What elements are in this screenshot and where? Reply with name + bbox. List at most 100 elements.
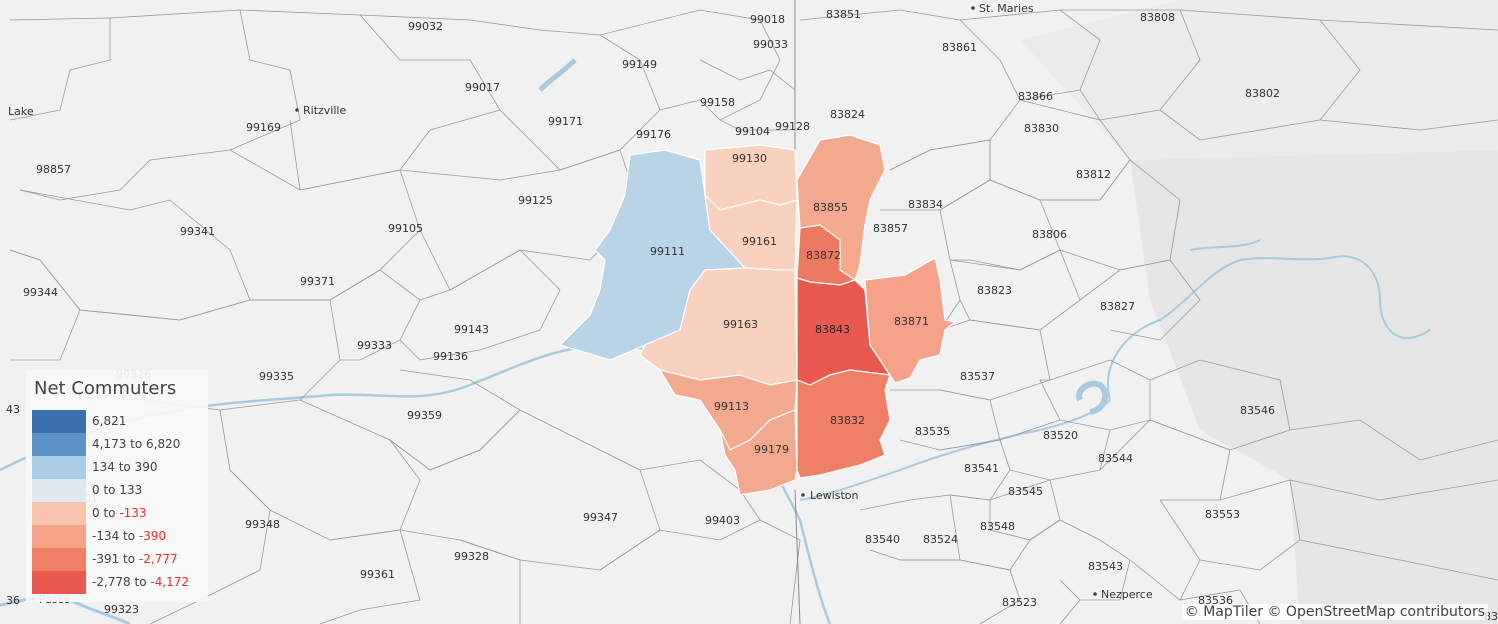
city-label-lewiston: Lewiston xyxy=(810,489,859,502)
zip-label: 99111 xyxy=(650,245,685,258)
zip-label: 83536 xyxy=(1198,594,1233,607)
city-label-ritzville: Ritzville xyxy=(303,104,346,117)
zip-label: 99161 xyxy=(742,235,777,248)
zip-label: 99179 xyxy=(754,443,789,456)
region-83832[interactable] xyxy=(796,369,891,479)
legend-label: -134 to -390 xyxy=(92,529,166,543)
zip-label: 99105 xyxy=(388,222,423,235)
zip-label: 83871 xyxy=(894,315,929,328)
city-label-lake: Lake xyxy=(8,105,34,118)
zip-label: 99128 xyxy=(775,120,810,133)
zip-label: 99347 xyxy=(583,511,618,524)
zip-label: 83545 xyxy=(1008,485,1043,498)
zip-label: 99033 xyxy=(753,38,788,51)
legend-row: 0 to 133 xyxy=(32,479,208,502)
zip-label: 98857 xyxy=(36,163,71,176)
zip-label: 99176 xyxy=(636,128,671,141)
legend-label-text: 0 to 133 xyxy=(92,483,143,497)
zip-label: 83832 xyxy=(830,414,865,427)
zip-label: 99113 xyxy=(714,400,749,413)
zip-label: 99136 xyxy=(433,350,468,363)
legend-swatch xyxy=(32,410,86,433)
zip-label: 83812 xyxy=(1076,168,1111,181)
zip-label: 83855 xyxy=(813,201,848,214)
zip-label: 83541 xyxy=(964,462,999,475)
zip-label: 83861 xyxy=(942,41,977,54)
zip-label: 83537 xyxy=(960,370,995,383)
legend-row: -134 to -390 xyxy=(32,525,208,548)
zip-label: 99403 xyxy=(705,514,740,527)
zip-label: 83830 xyxy=(1024,122,1059,135)
legend-row: -391 to -2,777 xyxy=(32,548,208,571)
legend-swatch xyxy=(32,433,86,456)
legend-swatch xyxy=(32,571,86,594)
legend-label-text: 4,173 to 6,820 xyxy=(92,437,181,451)
zip-label: 83523 xyxy=(1002,596,1037,609)
legend-label: -391 to -2,777 xyxy=(92,552,178,566)
region-99179[interactable] xyxy=(719,409,798,496)
zip-label: 83535 xyxy=(915,425,950,438)
region-99161[interactable] xyxy=(704,193,798,271)
zip-label: 83524 xyxy=(923,533,958,546)
legend-label: 4,173 to 6,820 xyxy=(92,437,180,451)
legend-label-text: 6,821 xyxy=(92,414,127,428)
zip-label: 83872 xyxy=(806,249,841,262)
legend-label-negative: -4,172 xyxy=(150,575,190,589)
zip-label: 99032 xyxy=(408,20,443,33)
zip-label: 83544 xyxy=(1098,452,1133,465)
zip-label: 83548 xyxy=(980,520,1015,533)
zip-label: 83553 xyxy=(1205,508,1240,521)
legend-label-negative: -133 xyxy=(119,506,147,520)
zip-label: 99341 xyxy=(180,225,215,238)
city-dot xyxy=(295,108,299,112)
zip-label: 99344 xyxy=(23,286,58,299)
zip-label: 99333 xyxy=(357,339,392,352)
legend-label: 134 to 390 xyxy=(92,460,157,474)
legend-label: -2,778 to -4,172 xyxy=(92,575,189,589)
zip-label: 83857 xyxy=(873,222,908,235)
zip-label: 99171 xyxy=(548,115,583,128)
zip-label: 99125 xyxy=(518,194,553,207)
zip-label: 83866 xyxy=(1018,90,1053,103)
legend-label-text: 0 to xyxy=(92,506,120,520)
zip-label: 83824 xyxy=(830,108,865,121)
zip-label: 99143 xyxy=(454,323,489,336)
zip-label: 99163 xyxy=(723,318,758,331)
zip-label: 99328 xyxy=(454,550,489,563)
terrain-shade xyxy=(1020,0,1498,160)
zip-label: 99323 xyxy=(104,603,139,616)
map-attribution[interactable]: © MapTiler © OpenStreetMap contributors xyxy=(1181,604,1488,620)
zip-label: 83802 xyxy=(1245,87,1280,100)
zip-label: 99169 xyxy=(246,121,281,134)
zip-label: 99018 xyxy=(750,13,785,26)
legend-row: 6,821 xyxy=(32,410,208,433)
legend-row: 0 to -133 xyxy=(32,502,208,525)
region-83871[interactable] xyxy=(864,257,957,384)
legend-swatch xyxy=(32,502,86,525)
zip-label: 83806 xyxy=(1032,228,1067,241)
zip-label: 99359 xyxy=(407,409,442,422)
legend-swatch xyxy=(32,479,86,502)
zip-label: 83851 xyxy=(826,8,861,21)
legend-label-negative: -390 xyxy=(138,529,167,543)
zip-label: 99130 xyxy=(732,152,767,165)
city-label-st-maries: St. Maries xyxy=(979,2,1034,15)
zip-label: 83843 xyxy=(815,323,850,336)
legend-swatch xyxy=(32,525,86,548)
legend-label: 6,821 xyxy=(92,414,126,428)
zip-label: 99348 xyxy=(245,518,280,531)
city-dot xyxy=(801,493,805,497)
zip-label: 99371 xyxy=(300,275,335,288)
legend-label-negative: -2,777 xyxy=(138,552,178,566)
legend-swatch xyxy=(32,548,86,571)
legend-label: 0 to 133 xyxy=(92,483,142,497)
legend-row: 134 to 390 xyxy=(32,456,208,479)
zip-label: 83808 xyxy=(1140,11,1175,24)
legend-swatch xyxy=(32,456,86,479)
city-label-nezperce: Nezperce xyxy=(1101,588,1153,601)
zip-label: 99158 xyxy=(700,96,735,109)
zip-label: 99149 xyxy=(622,58,657,71)
